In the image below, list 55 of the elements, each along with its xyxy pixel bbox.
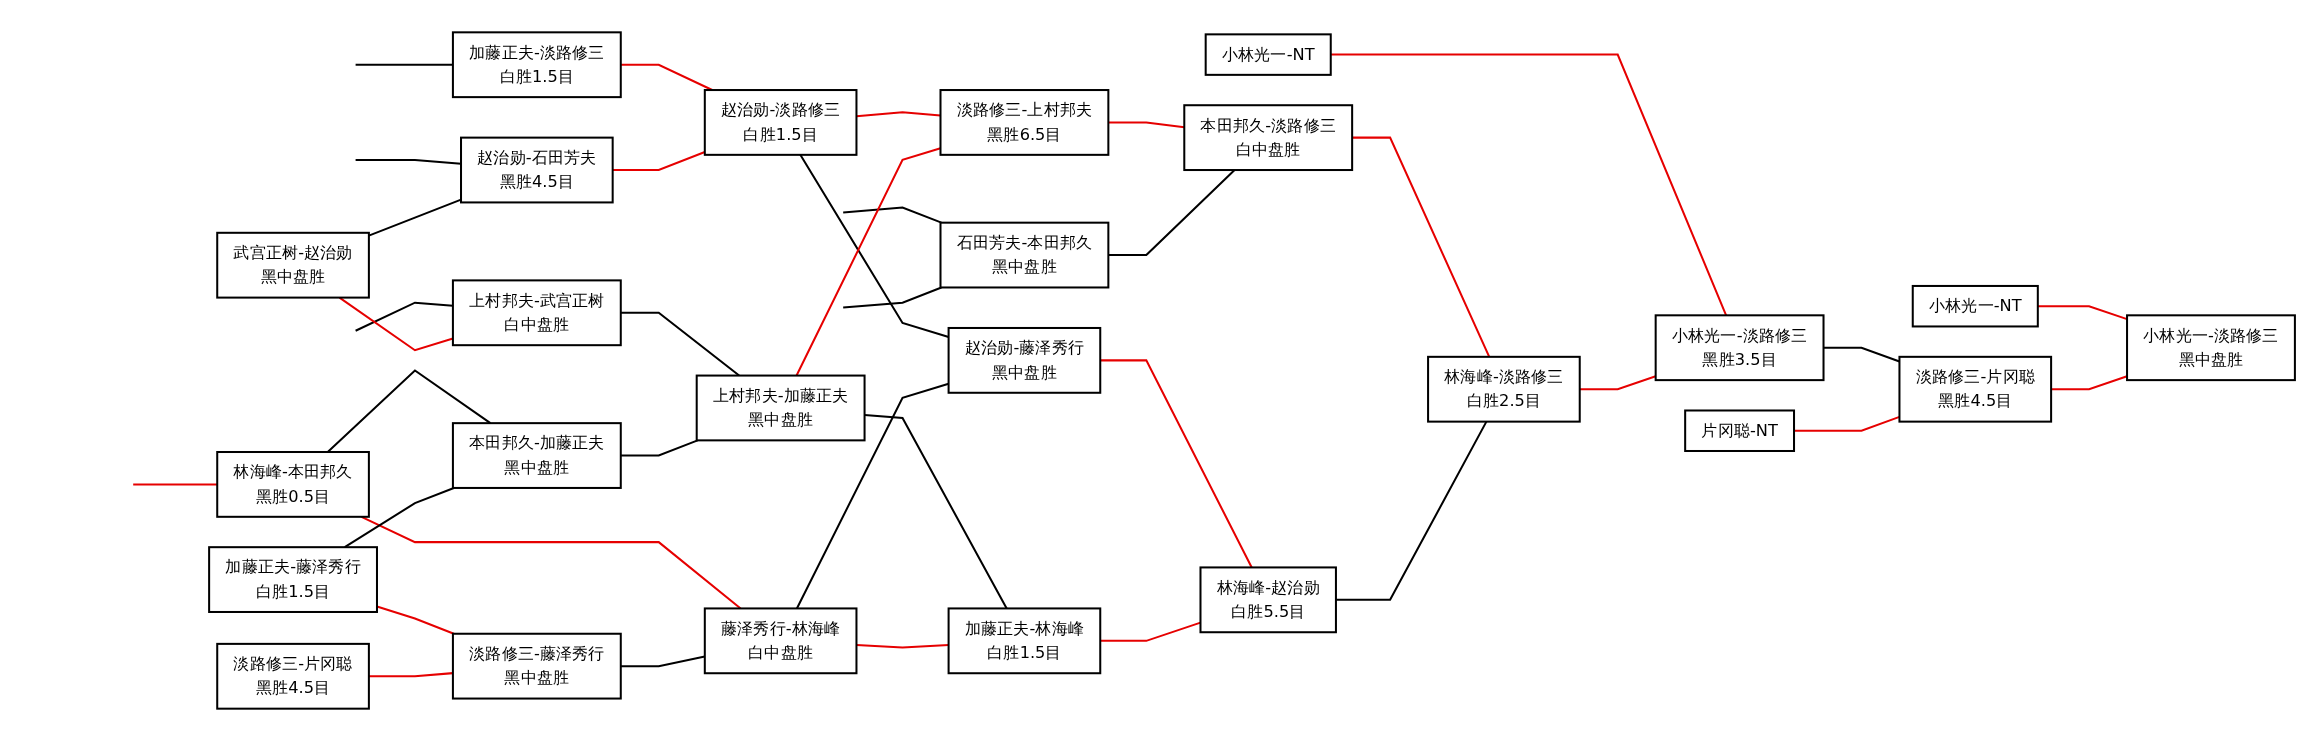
connector [1794, 415, 1900, 432]
connector [1100, 621, 1201, 642]
node-box: 淡路修三-片冈聪 黑胜4.5目 [216, 642, 370, 710]
node-box: 小林光一-淡路修三 黑胜3.5目 [1654, 314, 1825, 382]
node-box: 赵治勋-藤泽秀行 黑中盘胜 [947, 326, 1102, 394]
connector [620, 63, 713, 91]
connector [368, 198, 462, 237]
connector [796, 382, 949, 609]
connector [355, 301, 453, 332]
connector [1330, 53, 1728, 316]
node-box: 藤泽秀行-林海峰 白中盘胜 [703, 607, 858, 675]
connector [864, 413, 1008, 609]
connector [1335, 421, 1488, 601]
node-box: 加藤正夫-林海峰 白胜1.5目 [947, 607, 1102, 675]
connector [799, 154, 949, 339]
connector [795, 147, 941, 376]
connector [856, 111, 941, 118]
node-box: 上村邦夫-武宫正树 白中盘胜 [451, 279, 622, 347]
node-box: 淡路修三-藤泽秀行 黑中盘胜 [451, 632, 622, 700]
node-box: 小林光一-NT [1911, 284, 2039, 328]
connector [620, 655, 705, 668]
node-box: 淡路修三-片冈聪 黑胜4.5目 [1898, 355, 2053, 423]
node-box: 本田邦久-淡路修三 白中盘胜 [1183, 104, 1354, 172]
connector [1108, 121, 1185, 129]
connector [2051, 375, 2128, 391]
connector [368, 672, 453, 678]
node-box: 林海峰-本田邦久 黑胜0.5目 [216, 451, 370, 518]
node-box: 小林光一-NT [1204, 33, 1332, 76]
connector [843, 286, 942, 309]
node-box: 林海峰-赵治勋 白胜5.5目 [1199, 566, 1337, 634]
node-box: 石田芳夫-本田邦久 黑中盘胜 [939, 221, 1110, 289]
node-box: 上村邦夫-加藤正夫 黑中盘胜 [695, 374, 866, 442]
node-box: 淡路修三-上村邦夫 黑胜6.5目 [939, 89, 1110, 156]
connector [843, 206, 942, 224]
node-box: 赵治勋-石田芳夫 黑胜4.5目 [460, 136, 614, 204]
connector [1100, 359, 1253, 568]
node-box: 片冈聪-NT [1684, 409, 1796, 452]
node-box: 加藤正夫-淡路修三 白胜1.5目 [451, 31, 622, 99]
node-box: 小林光一-淡路修三 黑中盘胜 [2126, 314, 2296, 382]
node-box: 本田邦久-加藤正夫 黑中盘胜 [451, 422, 622, 489]
connector [327, 369, 491, 453]
node-box: 武宫正树-赵治勋 黑中盘胜 [216, 231, 370, 299]
connector [355, 158, 462, 165]
node-box: 赵治勋-淡路修三 白胜1.5目 [703, 89, 858, 156]
connector [2037, 305, 2128, 321]
connector [620, 439, 698, 457]
connector [1823, 346, 1900, 363]
connector [1579, 375, 1656, 391]
connector [612, 151, 706, 172]
connector [376, 605, 455, 635]
connector [133, 483, 218, 486]
connector [355, 63, 453, 66]
connector [856, 643, 949, 649]
node-box: 加藤正夫-藤泽秀行 白胜1.5目 [208, 546, 378, 613]
node-box: 林海峰-淡路修三 白胜2.5目 [1427, 355, 1581, 423]
